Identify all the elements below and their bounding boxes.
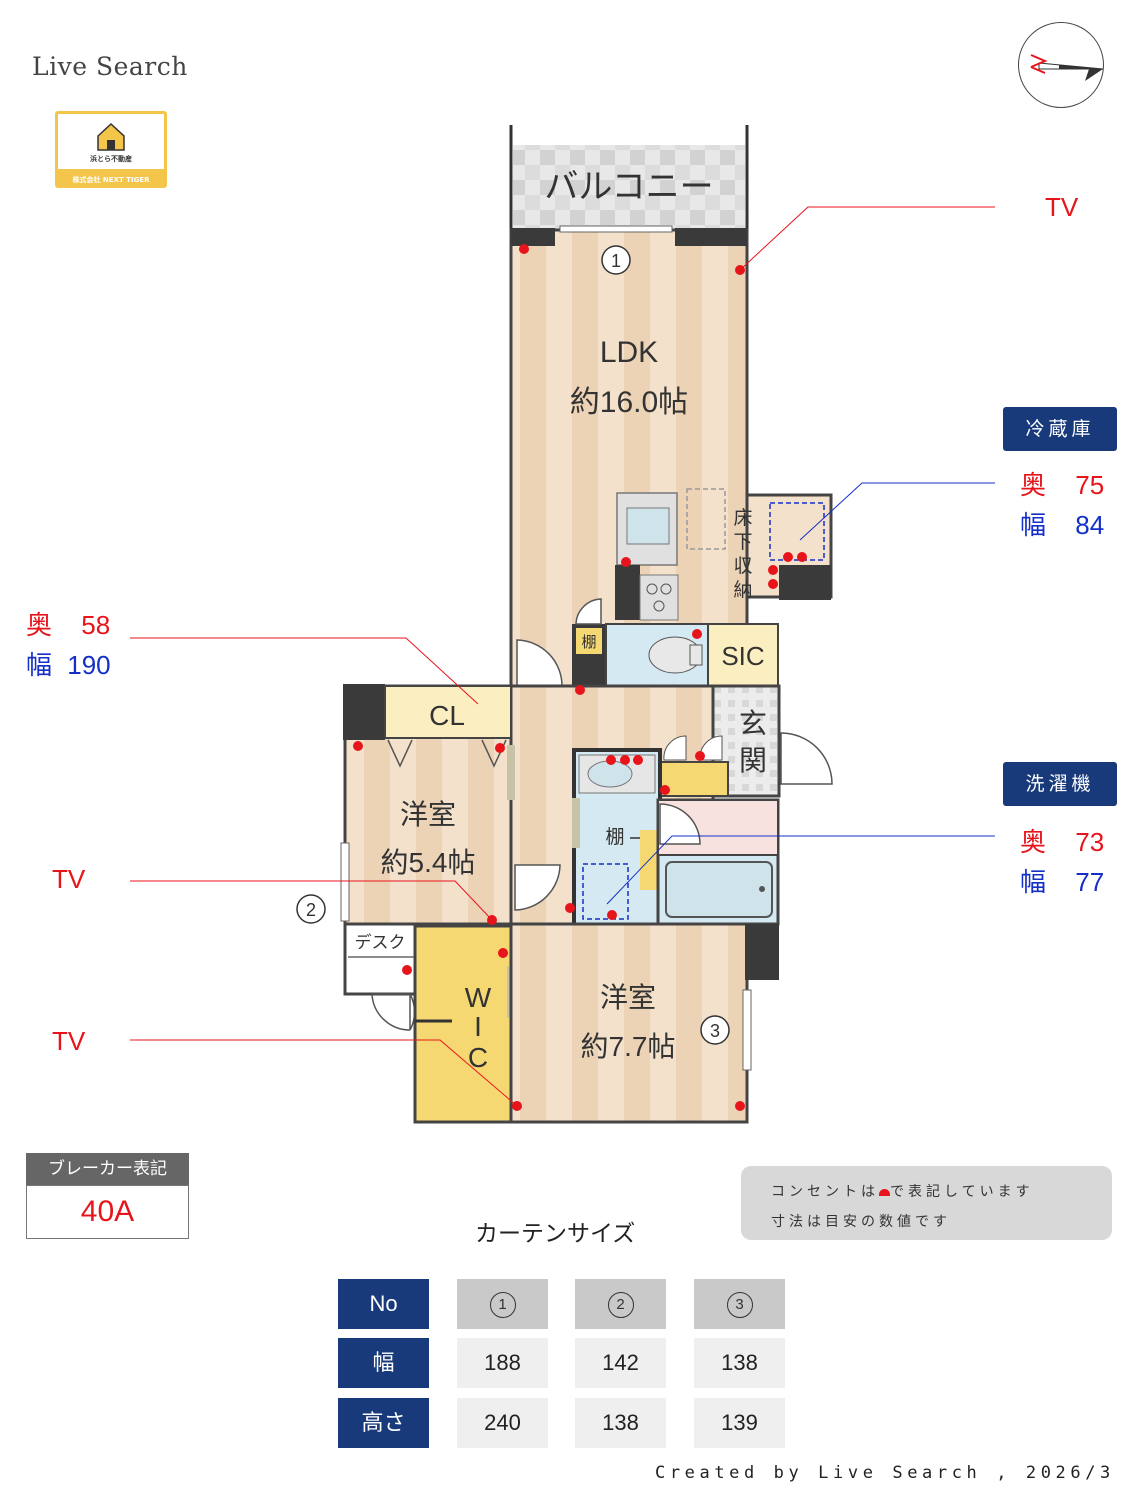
fridge-space [769,502,825,561]
sic-label: SIC [721,641,764,671]
walk-in-closet [413,924,513,1124]
brand-title: Live Search [32,52,188,81]
curtain-no-1: 1 [457,1279,548,1329]
svg-text:収: 収 [733,555,752,577]
tv-label-mid: TV [52,864,86,894]
fridge-depth: 奥 75 [1020,470,1105,500]
floor-plan: バルコニー LDK 約16.0帖 床 下 収 納 棚 SIC 玄 関 棚 [130,125,995,1124]
svg-text:2: 2 [306,900,316,920]
note-outlet-prefix: コンセントは [771,1184,879,1200]
row-label-no: No [338,1279,429,1329]
closet-width: 幅 190 [26,650,111,680]
entrance-label-1: 玄 [739,708,767,739]
fridge-width: 幅 84 [1020,510,1105,540]
logo-name: 浜とら不動産 [90,155,132,163]
window-marker-2: 2 [296,894,326,924]
wic-label-i: I [474,1011,482,1042]
wic-label-w: W [465,982,492,1013]
washer-width: 幅 77 [1020,867,1105,897]
washer-badge: 洗濯機 [1003,762,1117,806]
curtain-height-3: 139 [694,1398,785,1448]
front-door [780,732,833,785]
footer-credit: Created by Live Search , 2026/3 [655,1463,1115,1483]
western2-size: 約7.7帖 [581,1031,676,1062]
logo-company: 株式会社 NEXT TIGER [72,176,150,184]
window-marker-1: 1 [601,245,631,275]
stove [639,574,679,621]
sic-room [707,623,779,687]
western2-label: 洋室 [600,982,656,1013]
company-logo: 浜とら不動産 株式会社 NEXT TIGER [55,111,167,188]
curtain-width-2: 142 [575,1338,666,1388]
note-outlet-suffix: で表記しています [890,1184,1034,1200]
outlet-markers [353,244,807,1111]
desk-label: デスク [355,932,406,952]
breaker-value: 40A [26,1185,189,1239]
curtain-height-1: 240 [457,1398,548,1448]
closet-depth: 奥 58 [26,610,111,640]
ldk-size: 約16.0帖 [570,386,688,419]
note-dimensions: 寸法は目安の数値です [771,1214,951,1230]
wic-label-c: C [468,1042,488,1073]
balcony [513,145,745,230]
breaker-label: ブレーカー表記 [26,1153,189,1185]
fridge-badge: 冷蔵庫 [1003,407,1117,451]
north-compass-icon [1018,22,1104,108]
western1-size: 約5.4帖 [381,847,476,878]
tv-label-top: TV [1045,192,1079,222]
top-shelf-label: 棚 [581,634,596,651]
outlet-icon [879,1188,890,1196]
washer-depth: 奥 73 [1020,827,1105,857]
balcony-label: バルコニー [544,168,713,206]
house-icon [97,122,125,151]
curtain-no-3: 3 [694,1279,785,1329]
row-label-height: 高さ [338,1398,429,1448]
svg-text:3: 3 [710,1021,720,1041]
curtain-no-2: 2 [575,1279,666,1329]
cl-label: CL [429,700,465,731]
curtain-width-1: 188 [457,1338,548,1388]
svg-text:納: 納 [733,579,752,601]
bathtub [665,861,773,918]
svg-text:1: 1 [611,251,621,271]
entrance-label-2: 関 [739,745,767,776]
window-marker-3: 3 [700,1015,730,1045]
closet-cl [384,685,512,739]
washer-space [582,863,629,920]
curtain-height-2: 138 [575,1398,666,1448]
tv-label-low: TV [52,1026,86,1056]
western1-label: 洋室 [400,799,456,830]
ldk-label: LDK [600,336,658,369]
wash-shelf-label: 棚 [605,826,624,848]
svg-text:下: 下 [733,532,752,553]
underfloor-label-1: 床 [733,507,752,529]
curtain-title: カーテンサイズ [475,1221,636,1247]
curtain-width-3: 138 [694,1338,785,1388]
row-label-width: 幅 [338,1338,429,1388]
legend-note: コンセントはで表記しています 寸法は目安の数値です [741,1166,1112,1240]
